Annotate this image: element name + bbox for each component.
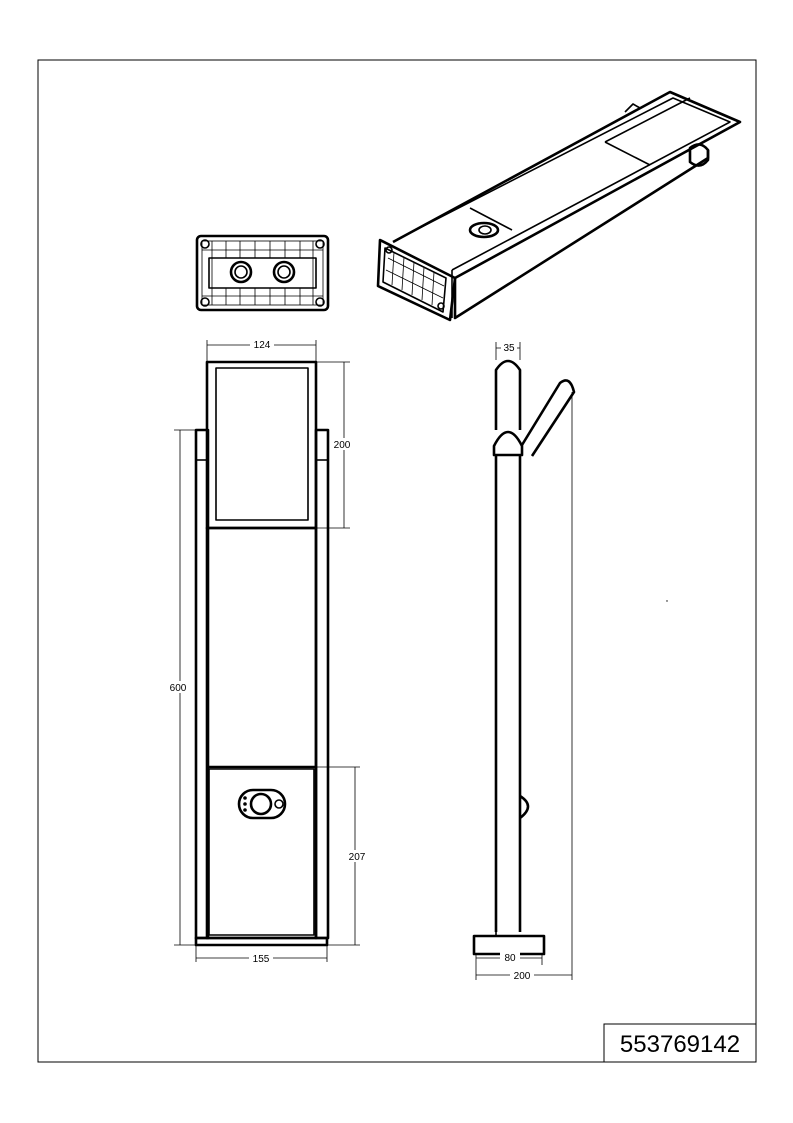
part-number: 553769142 <box>620 1031 740 1058</box>
dim-side-thickness: 35 <box>503 343 515 354</box>
dim-base-width: 155 <box>253 954 270 965</box>
dim-sensor-box-height: 207 <box>349 852 366 863</box>
side-view <box>472 359 576 956</box>
dim-side-total-depth: 200 <box>514 971 531 982</box>
dim-side-base-width: 80 <box>504 953 516 964</box>
dim-head-width: 124 <box>254 340 271 351</box>
front-view <box>194 360 330 947</box>
side-view-dimensions: 35 80 200 <box>475 342 573 982</box>
front-view-dimensions: 124 200 600 207 155 <box>168 338 368 965</box>
top-view-base-plate <box>195 234 330 312</box>
stray-dot <box>666 600 668 602</box>
title-block: 553769142 <box>603 1023 757 1063</box>
drawing-border <box>37 59 757 1063</box>
dim-total-height: 600 <box>170 683 187 694</box>
dim-head-height: 200 <box>334 440 351 451</box>
isometric-view <box>376 90 742 322</box>
